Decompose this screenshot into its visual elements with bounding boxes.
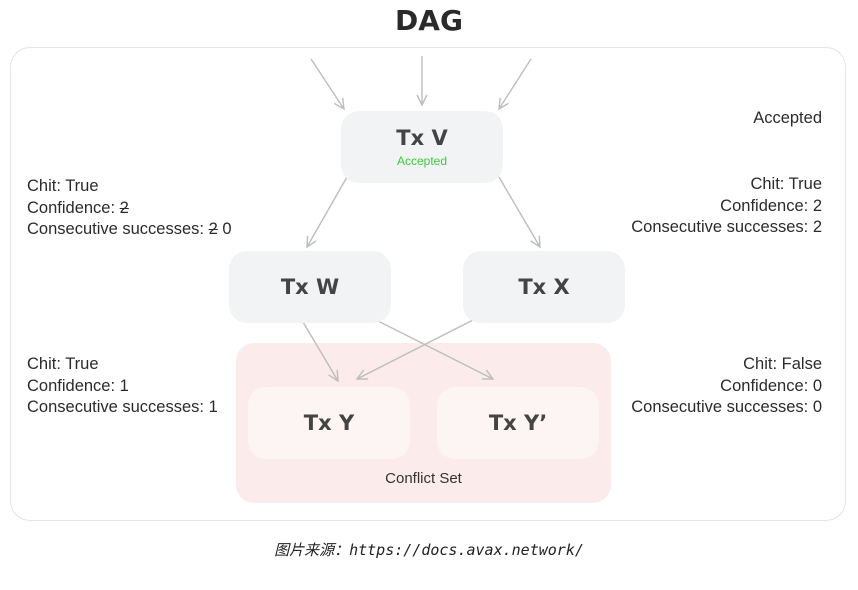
struck-consecutive-value: 2 bbox=[208, 220, 218, 238]
annotation-tx-x: Chit: True Confidence: 2 Consecutive suc… bbox=[631, 174, 822, 239]
conflict-set-label: Conflict Set bbox=[385, 470, 462, 487]
edge-w-to-y-prime bbox=[375, 319, 495, 380]
edge-v-to-x bbox=[498, 176, 541, 249]
incoming-edge-left bbox=[310, 58, 345, 111]
annotation-tx-w: Chit: True Confidence: 2 Consecutive suc… bbox=[27, 176, 232, 241]
annotation-tx-x-consecutive: Consecutive successes: 2 bbox=[631, 218, 822, 236]
node-tx-v-label: Tx V bbox=[396, 126, 448, 150]
annotation-tx-y-prime-consecutive: Consecutive successes: 0 bbox=[631, 398, 822, 416]
edge-x-to-y bbox=[355, 319, 474, 380]
annotation-tx-y-prime-confidence: Confidence: 0 bbox=[720, 376, 822, 395]
node-tx-y: Tx Y bbox=[248, 387, 410, 459]
node-tx-x: Tx X bbox=[463, 251, 625, 323]
annotation-tx-w-confidence: Confidence: 2 bbox=[27, 198, 129, 217]
accepted-side-label: Accepted bbox=[753, 109, 822, 127]
node-tx-y-prime: Tx Y’ bbox=[437, 387, 599, 459]
annotation-tx-w-chit: Chit: True bbox=[27, 177, 99, 195]
new-consecutive-value: 0 bbox=[217, 220, 232, 238]
annotation-tx-y-confidence: Confidence: 1 bbox=[27, 376, 129, 395]
annotation-tx-y-prime-chit: Chit: False bbox=[743, 355, 822, 373]
node-tx-v-status: Accepted bbox=[396, 154, 448, 168]
node-tx-x-label: Tx X bbox=[518, 275, 570, 299]
annotation-tx-y: Chit: True Confidence: 1 Consecutive suc… bbox=[27, 354, 218, 419]
annotation-tx-y-chit: Chit: True bbox=[27, 355, 99, 373]
annotation-tx-x-chit: Chit: True bbox=[750, 175, 822, 193]
node-tx-w-label: Tx W bbox=[280, 275, 340, 299]
annotation-tx-y-consecutive: Consecutive successes: 1 bbox=[27, 398, 218, 416]
edge-v-to-w bbox=[306, 176, 348, 249]
struck-confidence-value: 2 bbox=[119, 198, 129, 217]
annotation-tx-w-consecutive: Consecutive successes: 2 0 bbox=[27, 220, 232, 238]
image-source-caption: 图片来源：https://docs.avax.network/ bbox=[274, 541, 584, 559]
node-tx-y-label: Tx Y bbox=[303, 411, 355, 435]
node-tx-w: Tx W bbox=[229, 251, 391, 323]
annotation-tx-x-confidence: Confidence: 2 bbox=[720, 196, 822, 215]
annotation-tx-y-prime: Chit: False Confidence: 0 Consecutive su… bbox=[631, 354, 822, 419]
edge-w-to-y bbox=[302, 321, 339, 383]
incoming-edge-right bbox=[498, 58, 532, 111]
diagram-title: DAG bbox=[395, 4, 463, 37]
node-tx-v: Tx V Accepted bbox=[341, 111, 503, 183]
node-tx-y-prime-label: Tx Y’ bbox=[488, 411, 548, 435]
